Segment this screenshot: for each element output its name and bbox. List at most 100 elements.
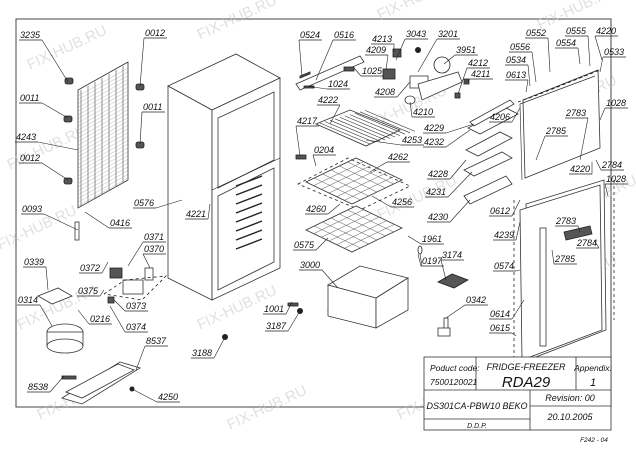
part-label[interactable]: 1025: [353, 66, 384, 77]
part-label[interactable]: 3000: [299, 260, 339, 289]
part-label[interactable]: 0342: [445, 295, 488, 319]
part-label[interactable]: 1028: [599, 98, 628, 121]
part-label[interactable]: 4243: [15, 132, 79, 151]
part-label[interactable]: 3951: [443, 45, 478, 65]
part-label[interactable]: 4232: [423, 129, 471, 148]
part-label[interactable]: 0524: [298, 30, 322, 77]
leader-line: [395, 38, 406, 61]
part-label[interactable]: 0197: [417, 253, 444, 267]
part-label[interactable]: 4256: [371, 195, 414, 208]
part-label[interactable]: 0374: [109, 305, 148, 333]
part-label[interactable]: 4253: [365, 135, 424, 146]
part-label[interactable]: 4230: [427, 199, 471, 223]
part-label[interactable]: 8538: [27, 375, 65, 393]
part-label[interactable]: 0613: [505, 70, 529, 93]
evaporator-shelf: [235, 220, 263, 232]
part-label[interactable]: 4231: [425, 171, 473, 198]
coil-wire: [77, 178, 129, 207]
part-label[interactable]: 4250: [131, 388, 180, 403]
part-label[interactable]: 0555: [565, 26, 591, 67]
part-label[interactable]: 2784: [576, 238, 600, 249]
leader-line: [285, 301, 293, 315]
part-label[interactable]: 4229: [423, 123, 475, 134]
part-label[interactable]: 4209: [365, 45, 389, 71]
part-label[interactable]: 4211: [465, 69, 493, 83]
coil-wire: [77, 151, 129, 180]
part-label[interactable]: 4213: [371, 34, 395, 52]
part-label[interactable]: 4220: [569, 162, 593, 175]
part-label[interactable]: 2783: [555, 216, 581, 233]
part-label[interactable]: 0614: [489, 299, 525, 320]
part-label[interactable]: 0534: [505, 55, 531, 87]
coil-wire: [77, 170, 129, 199]
part-label[interactable]: 4239: [493, 221, 521, 241]
part-label[interactable]: 0574: [493, 261, 521, 272]
part-label[interactable]: 0370: [142, 244, 166, 269]
evaporator-shelf: [235, 202, 263, 214]
part-label[interactable]: 0612: [489, 199, 521, 217]
part-label[interactable]: 4208: [374, 81, 411, 98]
part-label[interactable]: 4221: [185, 203, 211, 220]
part-label[interactable]: 4222: [317, 95, 341, 125]
leader-line: [84, 211, 110, 229]
leader-line: [135, 345, 146, 371]
part-label[interactable]: 0372: [79, 261, 109, 274]
part-label[interactable]: 3201: [417, 29, 460, 73]
part-label[interactable]: 0552: [525, 28, 551, 73]
part-label[interactable]: 4212: [457, 58, 490, 95]
part-label[interactable]: 0371: [127, 232, 166, 267]
part-label[interactable]: 0576: [133, 198, 183, 209]
part-label[interactable]: 2785: [551, 249, 577, 265]
part-label[interactable]: 2783: [565, 108, 589, 161]
part-label[interactable]: 0554: [555, 38, 581, 65]
part-label[interactable]: 4228: [427, 159, 467, 180]
part-number: 4208: [375, 87, 395, 97]
part-number: 0554: [556, 38, 576, 48]
part-number: 4206: [490, 112, 510, 122]
part-label[interactable]: 4210: [409, 101, 435, 118]
part-label[interactable]: 0556: [509, 42, 537, 83]
coil-wire: [77, 132, 129, 161]
part-label[interactable]: 0011: [139, 102, 165, 145]
part-label[interactable]: 2784: [595, 159, 624, 171]
part-label[interactable]: 8537: [135, 336, 168, 371]
part-label[interactable]: 4217: [295, 116, 319, 157]
part-label[interactable]: 0416: [84, 211, 132, 229]
part-label[interactable]: 3174: [440, 250, 464, 281]
part-label[interactable]: 0339: [23, 257, 49, 291]
part-label[interactable]: 1001: [263, 301, 293, 315]
part-label[interactable]: 0615: [489, 323, 517, 337]
part-label[interactable]: 0216: [77, 309, 112, 325]
part-label[interactable]: 0516: [315, 30, 356, 81]
part-label[interactable]: 0575: [293, 237, 329, 251]
part-label[interactable]: 3235: [19, 30, 69, 83]
part-label[interactable]: 1024: [305, 79, 350, 90]
part-label[interactable]: 3187: [265, 310, 301, 332]
leader-line: [365, 139, 402, 146]
part-label[interactable]: 0204: [312, 145, 336, 167]
part-label[interactable]: 2785: [535, 126, 568, 161]
part-label[interactable]: 3043: [395, 29, 428, 61]
part-label[interactable]: 0533: [599, 47, 626, 73]
part-label[interactable]: 4220: [594, 26, 618, 61]
part-label[interactable]: 0373: [113, 299, 148, 312]
part-label[interactable]: 0012: [139, 28, 167, 87]
part-label[interactable]: 0012: [19, 153, 69, 181]
part-label[interactable]: 1028: [604, 174, 628, 197]
part-label[interactable]: 0314: [17, 295, 53, 327]
leader-line: [41, 39, 69, 83]
part-label[interactable]: 4262: [369, 152, 410, 173]
leader-line: [447, 171, 473, 198]
part-label[interactable]: 4206: [489, 107, 521, 123]
part-label[interactable]: 0093: [21, 204, 79, 231]
part-label[interactable]: 3188: [191, 336, 226, 359]
part-label[interactable]: 0375: [77, 286, 105, 297]
part-label[interactable]: 4260: [305, 203, 341, 215]
leader-line: [445, 123, 475, 134]
coil-wire: [77, 90, 129, 119]
part-label[interactable]: 1961: [407, 234, 444, 245]
watermark-text: FIX-HUB.RU: [225, 382, 310, 434]
part-number: 3187: [266, 321, 287, 331]
part-label[interactable]: 0011: [19, 93, 69, 119]
